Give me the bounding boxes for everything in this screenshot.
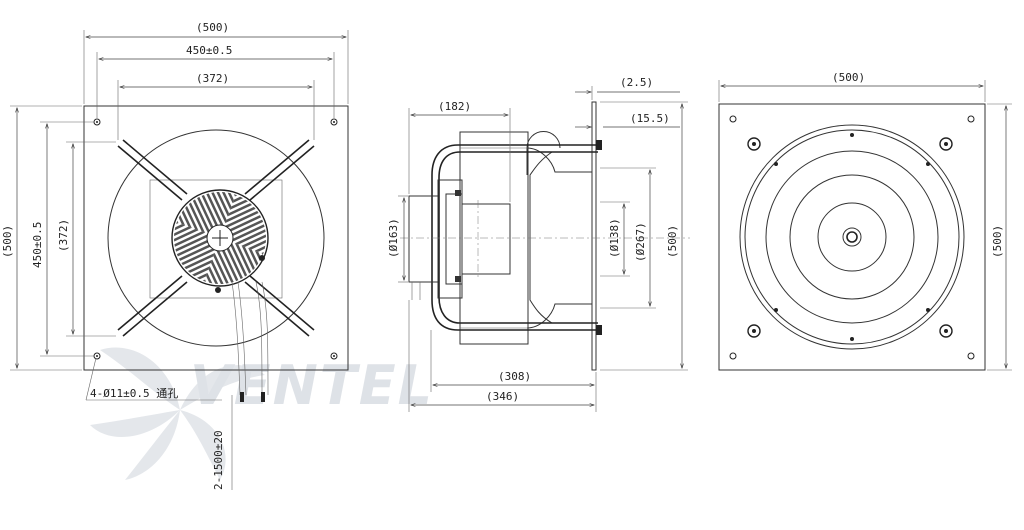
cable-length-note: 2-1500±20	[212, 430, 225, 490]
rear-width-label: (500)	[832, 71, 865, 84]
watermark-label: VENTEL	[190, 354, 434, 417]
side-total-depth-label: (346)	[486, 390, 519, 403]
rear-height-label: (500)	[991, 225, 1004, 258]
front-height-label: (500)	[1, 225, 14, 258]
rear-bolt-nuts	[747, 137, 953, 338]
rear-outer-ring	[739, 124, 965, 350]
rear-ring-dots	[774, 133, 930, 341]
front-inner-v-label: (372)	[57, 219, 70, 252]
motor-bracket-outline	[149, 179, 283, 299]
mounting-holes-note: 4-Ø11±0.5 通孔	[90, 387, 178, 400]
front-orifice-ring	[107, 129, 325, 347]
motor-grille	[171, 189, 269, 293]
side-motor-depth-label: (182)	[438, 100, 471, 113]
side-plate-thickness-label: (2.5)	[620, 76, 653, 89]
fan-logo-icon	[90, 347, 265, 480]
front-hole-spacing-h-label: 450±0.5	[186, 44, 232, 57]
side-inlet-diameter-label: (Ø138)	[608, 218, 621, 258]
front-inner-h-label: (372)	[196, 72, 229, 85]
side-depth-to-plate-label: (308)	[498, 370, 531, 383]
rear-mounting-holes	[729, 115, 975, 360]
side-struts	[431, 144, 598, 331]
ventel-watermark: VENTEL	[90, 347, 434, 480]
side-outlet-diameter-label: (Ø267)	[634, 222, 647, 262]
rear-plate	[718, 103, 986, 371]
front-view: (500) 450±0.5 (372) (500) 450±0.5 (372) …	[1, 21, 349, 490]
side-hub-diameter-label: (Ø163)	[387, 218, 400, 258]
front-hole-spacing-v-label: 450±0.5	[31, 222, 44, 268]
side-orifice	[529, 151, 592, 324]
side-height-label: (500)	[666, 225, 679, 258]
support-struts	[117, 139, 315, 337]
front-plate	[83, 105, 349, 371]
rear-view: (500) (500)	[718, 71, 1012, 371]
front-width-label: (500)	[196, 21, 229, 34]
mounting-holes	[93, 118, 338, 360]
cable-leads	[231, 281, 269, 402]
side-view: (182) (2.5) (15.5) (Ø163) (Ø138) (Ø267) …	[387, 76, 690, 412]
side-flange-offset-label: (15.5)	[630, 112, 670, 125]
side-mounting-plate	[591, 101, 597, 371]
